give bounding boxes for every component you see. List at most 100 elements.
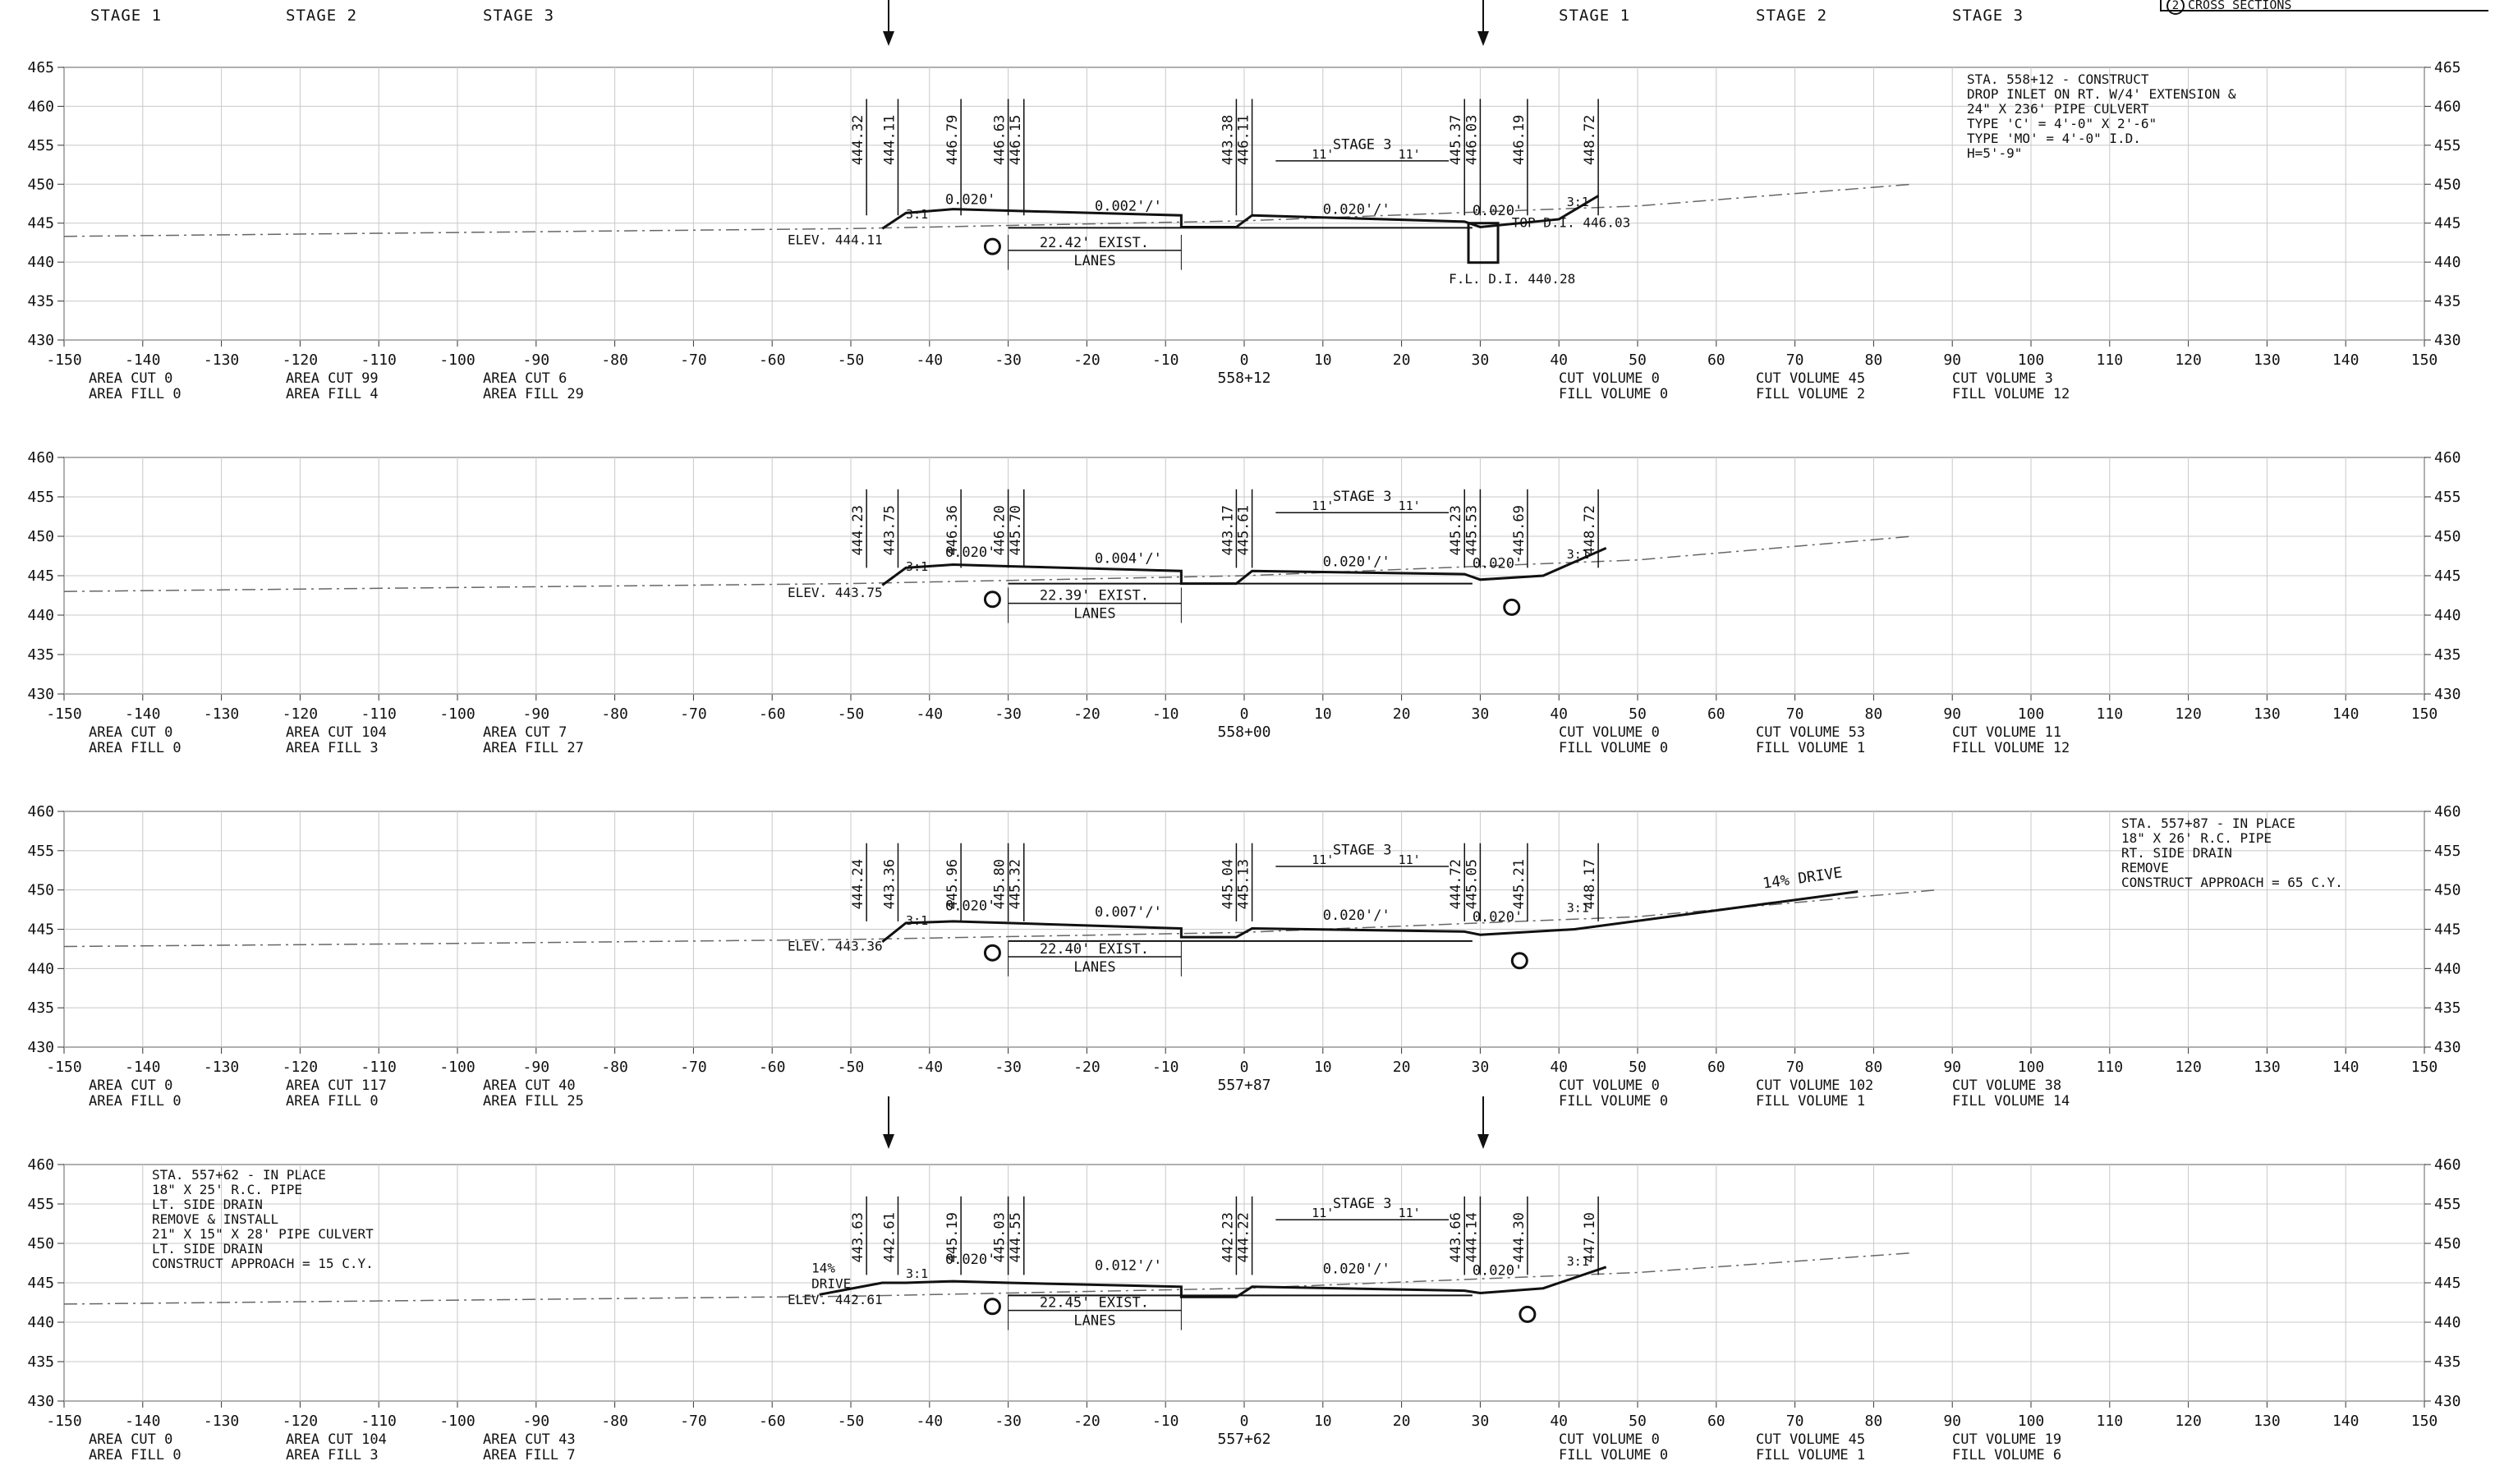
- elevation-label: 446.19: [1511, 115, 1528, 165]
- y-tick-label-right: 455: [2434, 1196, 2461, 1213]
- x-tick-label: 140: [2332, 705, 2359, 723]
- lane-width-label: 11': [1312, 852, 1334, 867]
- x-tick-label: -80: [601, 1413, 628, 1430]
- y-tick-label-right: 430: [2434, 686, 2461, 703]
- x-tick-label: -120: [283, 705, 318, 723]
- fill-volume-value: FILL VOLUME 2: [1756, 386, 1865, 402]
- lane-width-label: 11': [1399, 498, 1421, 513]
- elevation-label: 444.55: [1008, 1212, 1024, 1262]
- x-tick-label: 130: [2254, 705, 2281, 723]
- slope-label-shoulder: 0.020': [1473, 1262, 1523, 1279]
- station-note-line: STA. 558+12 - CONSTRUCT: [1967, 71, 2149, 87]
- cut-volume-value: CUT VOLUME 3: [1952, 370, 2053, 387]
- elevation-label: 445.19: [944, 1212, 961, 1262]
- cut-volume-value: CUT VOLUME 45: [1756, 1431, 1865, 1448]
- x-tick-label: -100: [439, 351, 475, 369]
- station-label: 558+12: [1217, 370, 1270, 387]
- area-fill-value: AREA FILL 4: [286, 386, 379, 402]
- elevation-label: 445.70: [1008, 505, 1024, 555]
- pipe-marker-circle: [983, 944, 1001, 962]
- elevation-label: 448.72: [1582, 505, 1598, 555]
- elevation-label: 442.23: [1220, 1212, 1236, 1262]
- x-tick-label: -40: [917, 351, 944, 369]
- cut-volume-value: CUT VOLUME 102: [1756, 1077, 1873, 1094]
- exist-lanes-width: 22.40' EXIST.: [1040, 941, 1149, 958]
- y-tick-label-left: 435: [27, 1353, 54, 1371]
- lane-width-label: 11': [1399, 1206, 1421, 1220]
- stage-label-left-3: STAGE 3: [483, 7, 555, 25]
- x-tick-label: -40: [917, 1059, 944, 1076]
- x-tick-label: -140: [125, 705, 160, 723]
- x-tick-label: -110: [361, 705, 397, 723]
- elevation-label: 443.66: [1448, 1212, 1464, 1262]
- x-tick-label: -120: [283, 351, 318, 369]
- exist-lanes-label: LANES: [1073, 1313, 1115, 1330]
- slope-label-left: 0.020': [945, 898, 995, 914]
- x-tick-label: 140: [2332, 351, 2359, 369]
- y-tick-label-left: 460: [27, 1156, 54, 1174]
- x-tick-label: -60: [759, 351, 786, 369]
- area-cut-value: AREA CUT 117: [286, 1077, 387, 1094]
- area-cut-value: AREA CUT 104: [286, 724, 387, 741]
- area-cut-value: AREA CUT 0: [89, 370, 172, 387]
- elevation-label: 447.10: [1582, 1212, 1598, 1262]
- y-tick-label-left: 445: [27, 1275, 54, 1292]
- x-tick-label: 90: [1943, 1059, 1961, 1076]
- x-tick-label: 10: [1314, 705, 1332, 723]
- x-tick-label: -50: [838, 351, 865, 369]
- area-cut-value: AREA CUT 0: [89, 1431, 172, 1448]
- x-tick-label: 100: [2018, 1413, 2045, 1430]
- exist-lanes-label: LANES: [1073, 959, 1115, 976]
- stage-limit-arrowhead: [1477, 31, 1489, 46]
- x-tick-label: -10: [1152, 1059, 1179, 1076]
- station-note-line: DROP INLET ON RT. W/4' EXTENSION &: [1967, 86, 2236, 102]
- x-tick-label: -130: [204, 1059, 239, 1076]
- x-tick-label: -70: [680, 1059, 707, 1076]
- elevation-label: 444.23: [850, 505, 866, 555]
- y-tick-label-left: 440: [27, 254, 54, 271]
- x-tick-label: 30: [1472, 1413, 1490, 1430]
- elev-callout: ELEV. 443.36: [788, 938, 883, 953]
- y-tick-label-left: 445: [27, 567, 54, 585]
- station-note-line: LT. SIDE DRAIN: [152, 1241, 263, 1257]
- y-tick-label-right: 440: [2434, 607, 2461, 624]
- y-tick-label-left: 430: [27, 1039, 54, 1056]
- x-tick-label: -30: [995, 1059, 1022, 1076]
- x-tick-label: 110: [2097, 1413, 2124, 1430]
- y-tick-label-left: 455: [27, 489, 54, 506]
- x-tick-label: -60: [759, 1059, 786, 1076]
- stage3-label: STAGE 3: [1333, 489, 1392, 505]
- elevation-label: 443.38: [1220, 115, 1236, 165]
- cut-volume-value: CUT VOLUME 0: [1559, 1431, 1660, 1448]
- slope-ratio-left: 3:1: [906, 207, 928, 222]
- area-fill-value: AREA FILL 27: [483, 740, 584, 756]
- y-tick-label-right: 445: [2434, 921, 2461, 939]
- elevation-label: 443.75: [881, 505, 898, 555]
- right-slope-label: 0.020'/': [1323, 907, 1390, 924]
- x-tick-label: -150: [46, 1059, 81, 1076]
- x-tick-label: -20: [1073, 1413, 1100, 1430]
- area-fill-value: AREA FILL 0: [89, 386, 181, 402]
- x-tick-label: 20: [1393, 705, 1411, 723]
- fill-volume-value: FILL VOLUME 6: [1952, 1447, 2061, 1463]
- y-tick-label-left: 430: [27, 332, 54, 349]
- stage3-label: STAGE 3: [1333, 137, 1392, 154]
- elev-callout: ELEV. 442.61: [788, 1292, 883, 1307]
- right-slope-label: 0.020'/': [1323, 201, 1390, 218]
- x-tick-label: -150: [46, 705, 81, 723]
- x-tick-label: -90: [523, 705, 550, 723]
- elevation-label: 444.30: [1511, 1212, 1528, 1262]
- area-fill-value: AREA FILL 29: [483, 386, 584, 402]
- drive-label: DRIVE: [811, 1276, 851, 1292]
- area-fill-value: AREA FILL 7: [483, 1447, 576, 1463]
- station-label: 557+62: [1217, 1431, 1270, 1448]
- elevation-label: 446.03: [1463, 115, 1480, 165]
- x-tick-label: -70: [680, 705, 707, 723]
- x-tick-label: -140: [125, 351, 160, 369]
- x-tick-label: 100: [2018, 351, 2045, 369]
- slope-label-left: 0.020': [945, 192, 995, 209]
- x-tick-label: 0: [1240, 1059, 1249, 1076]
- x-tick-label: 10: [1314, 351, 1332, 369]
- y-tick-label-left: 455: [27, 1196, 54, 1213]
- lane-width-label: 11': [1312, 498, 1334, 513]
